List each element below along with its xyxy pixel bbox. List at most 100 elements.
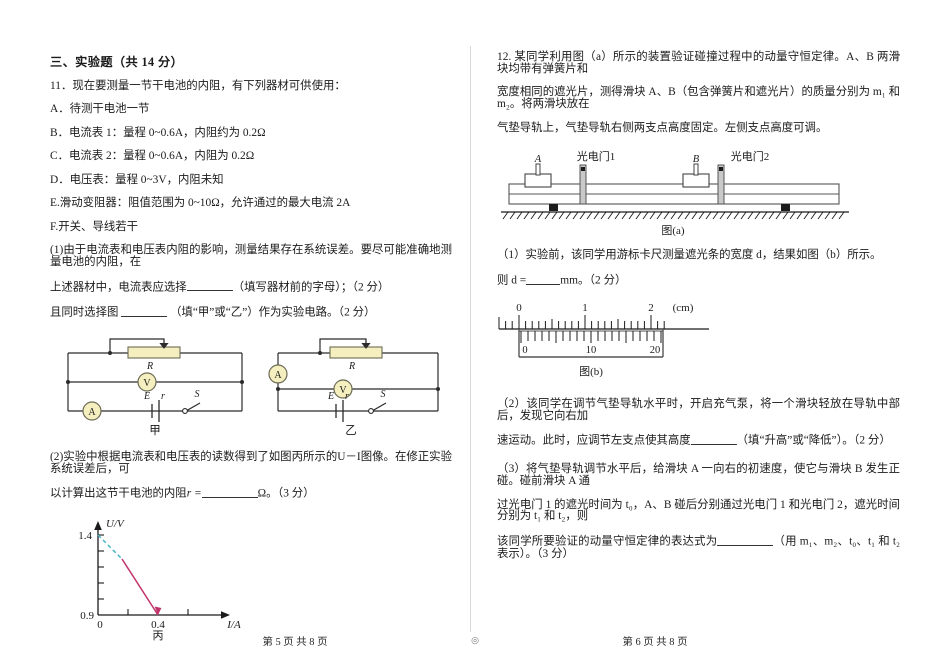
part1-line2-text-a: 上述器材中，电流表应选择 [50, 281, 187, 294]
graph-line-endpoint-arrow [154, 606, 162, 615]
part2-line2-text-a: 以计算出这节干电池的内阻 [50, 488, 187, 501]
x-tick-label-04: 0.4 [151, 619, 165, 631]
question-11-item-e: E.滑动变阻器：阻值范围为 0~10Ω，允许通过的最大电流 2A [50, 197, 351, 210]
question-12-part2-line2: 速运动。此时，应调节左支点使其高度 （填“升高”或“降低”）。（2 分） [497, 434, 900, 448]
graph-caption: 丙 [153, 630, 164, 641]
part2-line2-symbol: r = [186, 488, 202, 501]
vernier-body [518, 328, 664, 358]
question-11-part1-line1: (1)由于电流表和电压表内阻的影响，测量结果存在系统误差。要尽可能准确地测量电池… [50, 244, 452, 269]
gate1-label: 光电门1 [577, 149, 616, 163]
question-11-part1-line2: 上述器材中，电流表应选择 （填写器材前的字母）；（2 分） [50, 281, 452, 295]
question-11-item-c: C．电流表 2：量程 0~0.6A，内阻为 0.2Ω [50, 150, 255, 163]
y-axis-arrow [94, 520, 102, 530]
apparatus-svg: A 光电门1 B 光电门2 [501, 149, 849, 236]
switch-yi-label: S [381, 389, 386, 400]
glider-b [682, 173, 710, 188]
circuit-figure-jia: R V A E [60, 331, 250, 438]
question-11-item-b: B．电流表 1：量程 0~0.6A，内阻约为 0.2Ω [50, 126, 266, 139]
footer-marker-icon: ◎ [471, 635, 479, 645]
y-tick-label-lower: 0.9 [80, 610, 94, 622]
caliper-figure: 0 1 2 (cm) [497, 299, 900, 385]
ammeter-jia-label: A [88, 407, 96, 418]
gate2-label: 光电门2 [731, 149, 770, 163]
question-11-item-d: D．电压表：量程 0~3V，内阻未知 [50, 173, 224, 186]
emf-yi-label: E [327, 391, 334, 402]
circuit-yi-svg: R A V E r [268, 338, 440, 423]
page-right: 12. 某同学利用图（a）所示的装置验证碰撞过程中的动量守恒定律。A、B 两滑块… [471, 0, 950, 672]
circuit-jia-caption: 甲 [149, 425, 161, 438]
part3-line3-text-a: 该同学所要验证的动量守恒定律的表达式为 [497, 535, 718, 548]
part2-line2-text-b: （填“升高”或“降低”）。（2 分） [736, 435, 891, 448]
x-axis-arrow [221, 610, 230, 619]
question-11-part1-line3: 且同时选择图 （填“甲”或“乙”）作为实验电路。（2 分） [50, 306, 452, 320]
y-tick-label-upper: 1.4 [78, 530, 92, 542]
graph-line-measured [121, 558, 159, 616]
support-right [781, 204, 790, 212]
question-11-stem: 11．现在要测量一节干电池的内阻，有下列器材可供使用： [50, 80, 346, 92]
answer-blank-internal-resistance[interactable] [201, 487, 258, 499]
main-scale-label-2: 2 [648, 302, 654, 314]
ui-graph-svg: U/V I/A 1.4 0.9 0 0.4 丙 [78, 518, 241, 641]
question-11-item-f: F.开关、导线若干 [50, 220, 139, 233]
apparatus-caption: 图(a) [661, 224, 685, 236]
answer-blank-support-height[interactable] [690, 434, 737, 446]
vernier-ticks [520, 330, 662, 343]
photogate-1 [579, 164, 587, 205]
y-axis-label: U/V [106, 518, 125, 530]
answer-blank-circuit[interactable] [121, 306, 168, 317]
block-b-label: B [693, 154, 700, 165]
question-12-part3-line3: 该同学所要验证的动量守恒定律的表达式为（用 m₁、m₂、t₀、t₁ 和 t₂ 表… [497, 535, 900, 561]
x-tick-label-origin: 0 [97, 619, 103, 631]
rheostat-jia-label: R [146, 361, 153, 372]
glider-a-flag [535, 163, 541, 176]
photogate-2-sensor [719, 167, 723, 172]
rheostat-jia [127, 346, 181, 359]
answer-blank-caliper-reading[interactable] [526, 274, 561, 285]
x-axis-label: I/A [226, 619, 241, 631]
internal-r-jia-label: r [161, 391, 165, 402]
main-scale-ticks [498, 314, 665, 329]
part1-line3-text-b: （填“甲”或“乙”）作为实验电路。（2 分） [170, 306, 376, 319]
internal-r-yi-label: r [345, 391, 349, 402]
graph-line-extrapolated [97, 534, 123, 560]
question-12-part2-line1: （2）该同学在调节气垫导轨水平时，开启充气泵，将一个滑块轻放在导轨中部后，发现它… [497, 397, 900, 422]
block-a-label: A [534, 154, 542, 165]
emf-jia-label: E [143, 391, 150, 402]
support-left [549, 204, 558, 212]
page-divider [470, 46, 471, 632]
glider-b-flag [693, 163, 699, 176]
part1-line2-text-b: （填写器材前的字母）；（2 分） [232, 281, 390, 294]
question-11-part2-line2: 以计算出这节干电池的内阻r =Ω。（3 分） [50, 487, 452, 501]
circuit-figure-yi: R A V E r [256, 331, 446, 438]
answer-blank-ammeter[interactable] [186, 281, 233, 292]
question-12-part1-line1: （1）实验前，该同学用游标卡尺测量遮光条的宽度 d，结果如图（b）所示。 [497, 249, 882, 262]
page-left: 三、实验题（共 14 分） 11．现在要测量一节干电池的内阻，有下列器材可供使用… [0, 0, 470, 672]
answer-blank-momentum-expression[interactable] [717, 535, 774, 546]
rheostat-yi [329, 346, 383, 359]
section-title: 三、实验题（共 14 分） [50, 55, 184, 69]
rheostat-yi-label: R [348, 361, 355, 372]
ground-hatching [502, 212, 845, 220]
ui-graph-figure: U/V I/A 1.4 0.9 0 0.4 丙 [50, 513, 452, 641]
question-12-part3-line1: （3）将气垫导轨调节水平后，给滑块 A 一向右的初速度，使它与滑块 B 发生正碰… [497, 463, 900, 488]
part1-line2-text-b: mm。（2 分） [560, 274, 627, 287]
voltmeter-jia-label: V [143, 378, 151, 389]
question-12-part1-line2: 则 d = mm。（2 分） [497, 274, 900, 288]
voltmeter-jia [137, 372, 157, 392]
photogate-1-sensor [581, 167, 585, 172]
ammeter-yi [268, 364, 288, 384]
footer-right-page-number: 第 6 页 共 8 页 [622, 637, 688, 648]
question-11-item-a: A．待测干电池一节 [50, 103, 150, 116]
switch-jia-label: S [195, 389, 200, 400]
caliper-svg: 0 1 2 (cm) [498, 302, 709, 378]
part2-line2-text-a: 速运动。此时，应调节左支点使其高度 [497, 435, 691, 448]
footer-left-page-number: 第 5 页 共 8 页 [262, 637, 328, 648]
main-scale-unit: (cm) [673, 302, 694, 314]
part1-line2-text-a: 则 d = [497, 274, 527, 287]
photogate-2 [717, 164, 725, 205]
vernier-label-10: 10 [586, 345, 597, 356]
voltmeter-yi [333, 379, 353, 399]
question-12-stem-line2: 宽度相同的遮光片，测得滑块 A、B（包含弹簧片和遮光片）的质量分别为 m₁ 和 … [497, 86, 900, 111]
glider-a [524, 173, 552, 188]
